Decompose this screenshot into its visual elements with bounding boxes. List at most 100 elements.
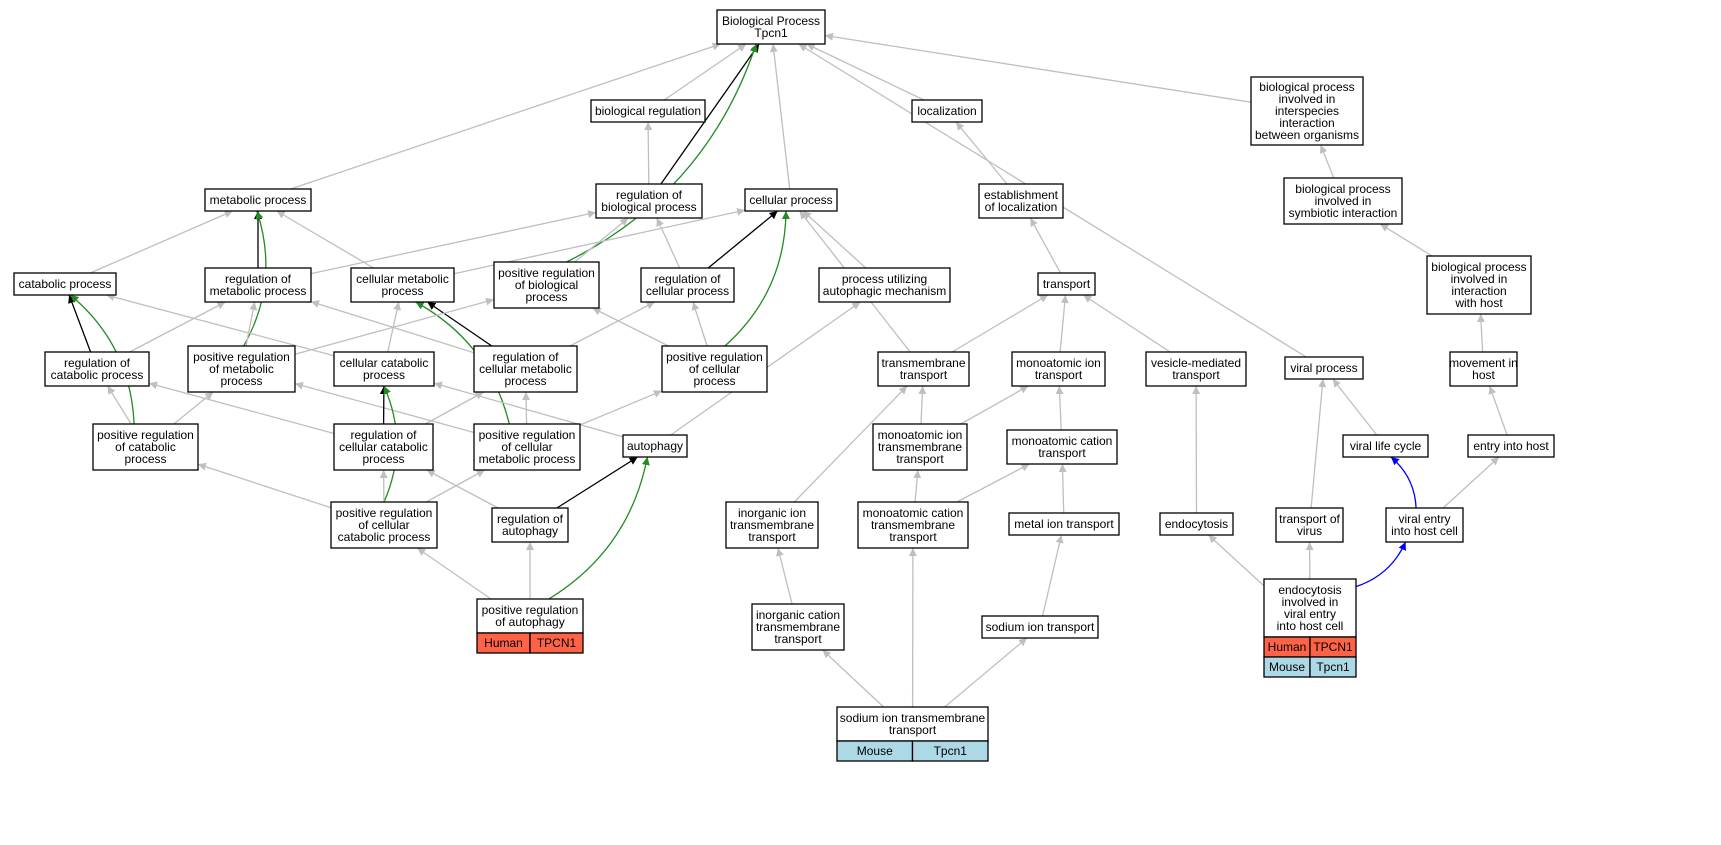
edge-sodiumtm-to-sodiumion (944, 637, 1028, 708)
node-box (744, 188, 838, 212)
node-label-line: transmembrane (756, 620, 840, 634)
edge-regauto-to-autophagy (556, 456, 638, 509)
node-box (872, 423, 968, 471)
node-box (978, 183, 1064, 219)
go-term-node-autophagy[interactable]: autophagy (622, 434, 688, 458)
node-label-line: of catabolic (115, 440, 176, 454)
go-term-node-metalion[interactable]: metal ion transport (1008, 512, 1120, 536)
node-label-line: autophagic mechanism (823, 284, 946, 298)
node-box (491, 507, 569, 543)
node-label-line: transport (748, 530, 796, 544)
go-term-node-viral[interactable]: viral process (1284, 356, 1364, 380)
edge-cellcat-to-catabolic (106, 293, 335, 357)
node-label-line: autophagy (627, 439, 683, 453)
edge-posregcellcat-to-posregcellmet (425, 469, 486, 503)
edge-posregcat-to-posregmet (173, 391, 214, 425)
node-label-line: establishment (984, 188, 1059, 202)
node-box (640, 267, 735, 303)
edge-symbiotic-to-interspecies (1319, 144, 1335, 179)
node-label-line: catabolic process (338, 530, 431, 544)
node-label-line: process (363, 368, 405, 382)
go-term-node-bioreg[interactable]: biological regulation (590, 99, 706, 123)
node-label-line: interaction (1279, 116, 1334, 130)
edge-inorgion-to-tmtrans (793, 385, 908, 503)
edge-regcell-to-regbio (656, 217, 681, 269)
go-term-node-virallife[interactable]: viral life cycle (1342, 434, 1429, 458)
species-label: Mouse (1269, 660, 1305, 674)
edge-cellmet-to-metabolic (276, 210, 374, 269)
edge-vesicle-to-transport (1082, 294, 1171, 353)
gene-label: Tpcn1 (1316, 660, 1350, 674)
node-box (473, 423, 581, 471)
node-label-line: process (693, 374, 735, 388)
edge-regcellmet-to-cellmet (427, 301, 493, 347)
gene-label: TPCN1 (1313, 640, 1353, 654)
edge-moncationtm-to-moniontm (913, 469, 922, 503)
go-term-node-catabolic[interactable]: catabolic process (13, 272, 117, 296)
node-label-line: viral process (1290, 361, 1357, 375)
node-label-line: transport (889, 723, 937, 737)
go-term-node-cellular[interactable]: cellular process (744, 188, 838, 212)
node-box (1284, 356, 1364, 380)
edge-catabolic-to-metabolic (90, 210, 233, 274)
go-term-node-endocytosis[interactable]: endocytosis (1159, 512, 1234, 536)
node-box (595, 183, 703, 219)
edge-sodiumion-to-metalion (1041, 534, 1064, 617)
go-term-node-metabolic[interactable]: metabolic process (204, 188, 312, 212)
go-term-node-transport[interactable]: transport (1037, 272, 1096, 296)
node-label-line: transmembrane (730, 518, 814, 532)
edge-endovirus-to-endocytosis (1208, 534, 1265, 587)
node-box (836, 706, 989, 742)
go-term-node-localization[interactable]: localization (911, 99, 983, 123)
go-term-node-entryhost[interactable]: entry into host (1467, 434, 1555, 458)
edge-regcat-to-regmet (129, 301, 226, 353)
edge-viralentry-to-virallife (1390, 456, 1417, 509)
go-term-node-sodiumion[interactable]: sodium ion transport (981, 615, 1099, 639)
node-box (493, 261, 600, 309)
edge-transport-to-estloc (1029, 217, 1062, 274)
node-label-line: involved in (1451, 272, 1508, 286)
node-box (44, 351, 150, 387)
gene-cell (911, 740, 989, 762)
node-box (716, 9, 826, 45)
node-box (1145, 351, 1247, 387)
node-box (187, 345, 296, 393)
edge-layer (68, 32, 1508, 708)
